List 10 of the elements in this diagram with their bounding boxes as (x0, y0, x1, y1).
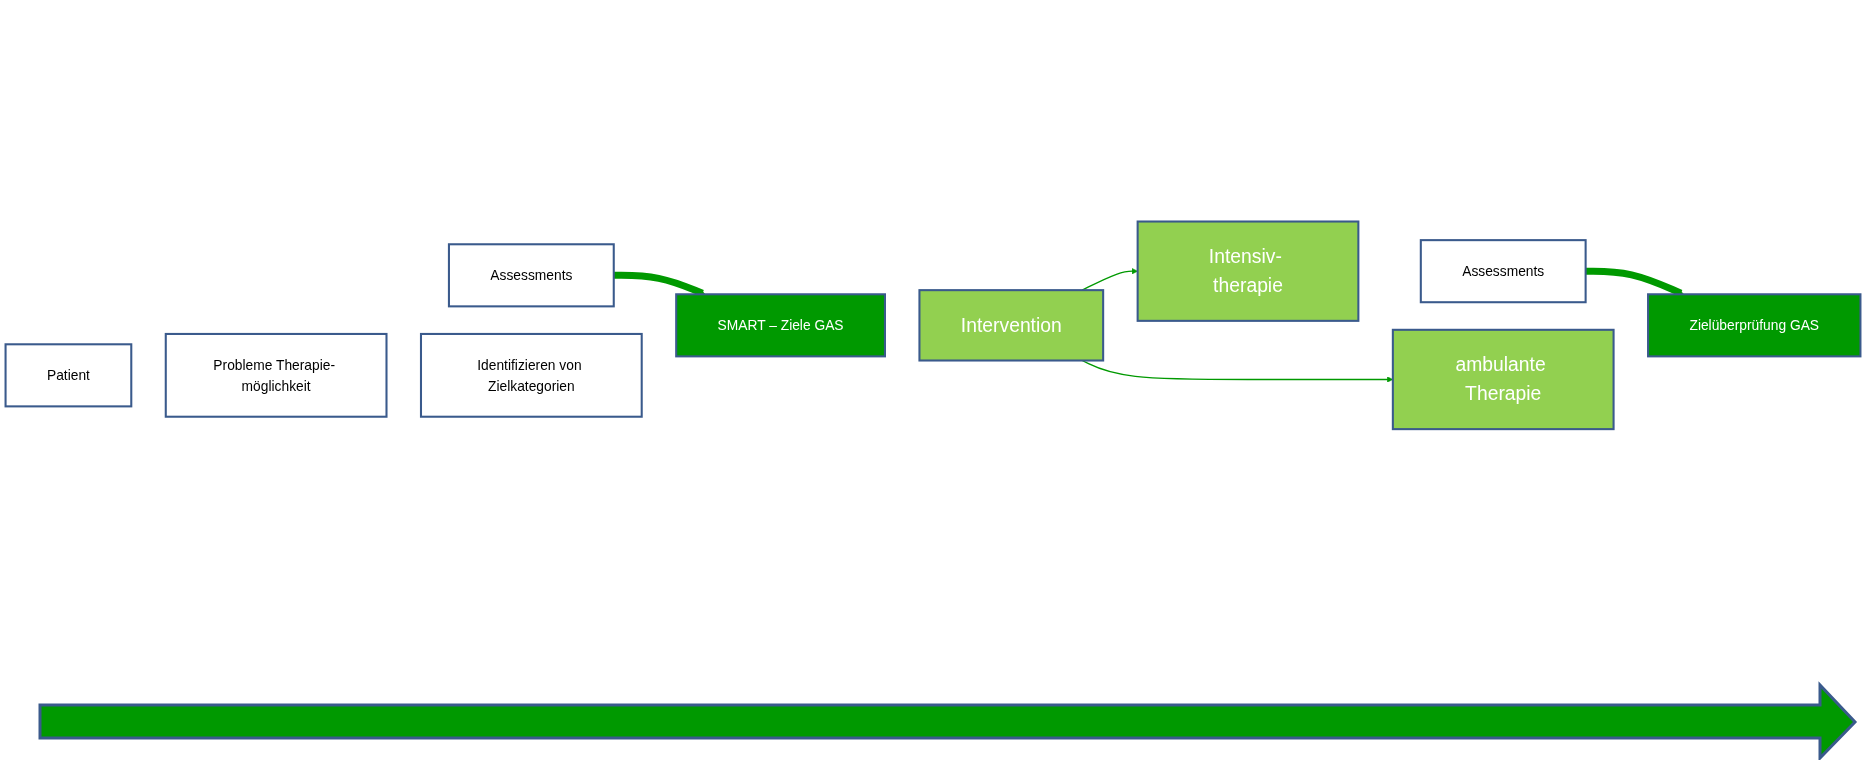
node-box: Zielüberprüfung GAS (1647, 292, 1862, 358)
node-box: ambulante Therapie (1391, 328, 1615, 430)
node-box: SMART – Ziele GAS (675, 292, 886, 358)
node-box: Patient (4, 342, 133, 408)
node-box: Probleme Therapie- möglichkeit (164, 332, 388, 418)
node-box: Assessments (1419, 238, 1587, 303)
node-box: Assessments (447, 242, 615, 308)
node-box: Intervention (918, 288, 1105, 362)
node-box: Intensiv- therapie (1136, 220, 1360, 322)
node-box: Identifizieren von Zielkategorien (419, 332, 643, 418)
